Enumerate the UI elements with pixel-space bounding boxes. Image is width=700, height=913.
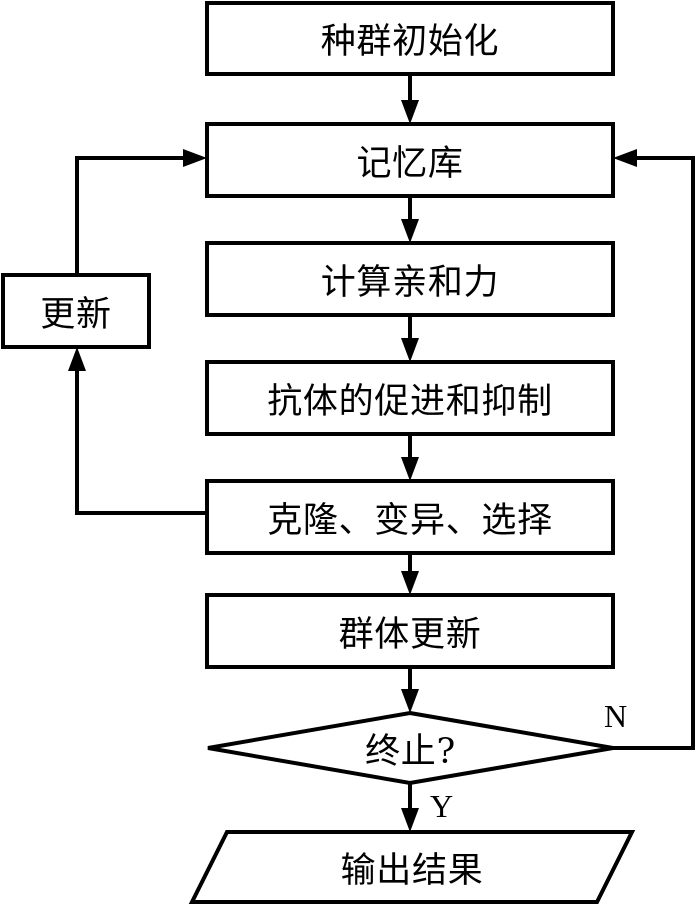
arrowhead-memory-to-affinity	[401, 219, 419, 243]
arrowhead-terminate-no-to-memory	[613, 149, 637, 167]
arrowhead-affinity-to-promote	[401, 338, 419, 362]
arrowhead-promote-to-clone	[401, 457, 419, 481]
arrowhead-init-to-memory	[401, 100, 419, 124]
node-label-update: 更新	[40, 294, 112, 335]
arrowhead-population-to-terminate	[401, 689, 419, 713]
node-shape-init[interactable]	[205, 1, 615, 76]
arrowhead-clone-to-population	[401, 571, 419, 595]
node-shape-update[interactable]	[1, 273, 151, 349]
branch-label-yes: Y	[430, 788, 454, 824]
node-shape-output[interactable]	[188, 830, 636, 904]
connector-update-to-memory	[75, 156, 195, 275]
node-label-population-update: 群体更新	[338, 614, 482, 655]
node-label-promote-inhibit: 抗体的促进和抑制	[267, 381, 553, 422]
node-label-init: 种群初始化	[320, 22, 500, 62]
node-shape-promote-inhibit[interactable]	[205, 360, 615, 436]
node-label-affinity: 计算亲和力	[320, 262, 500, 303]
node-label-clone-mutate-select: 克隆、变异、选择	[267, 500, 553, 541]
arrowhead-clone-to-update	[68, 347, 86, 371]
connector-terminate-no-to-memory	[613, 156, 695, 750]
node-shape-memory[interactable]	[205, 122, 615, 198]
node-label-terminate: 终止?	[365, 731, 456, 772]
arrowhead-update-to-memory	[183, 149, 207, 167]
branch-label-no: N	[604, 698, 628, 734]
arrowhead-terminate-yes-to-output	[401, 808, 419, 832]
node-shape-population-update[interactable]	[205, 593, 615, 669]
node-label-output: 输出结果	[340, 850, 484, 891]
connector-clone-to-update	[75, 359, 207, 515]
node-label-memory: 记忆库	[356, 143, 464, 184]
